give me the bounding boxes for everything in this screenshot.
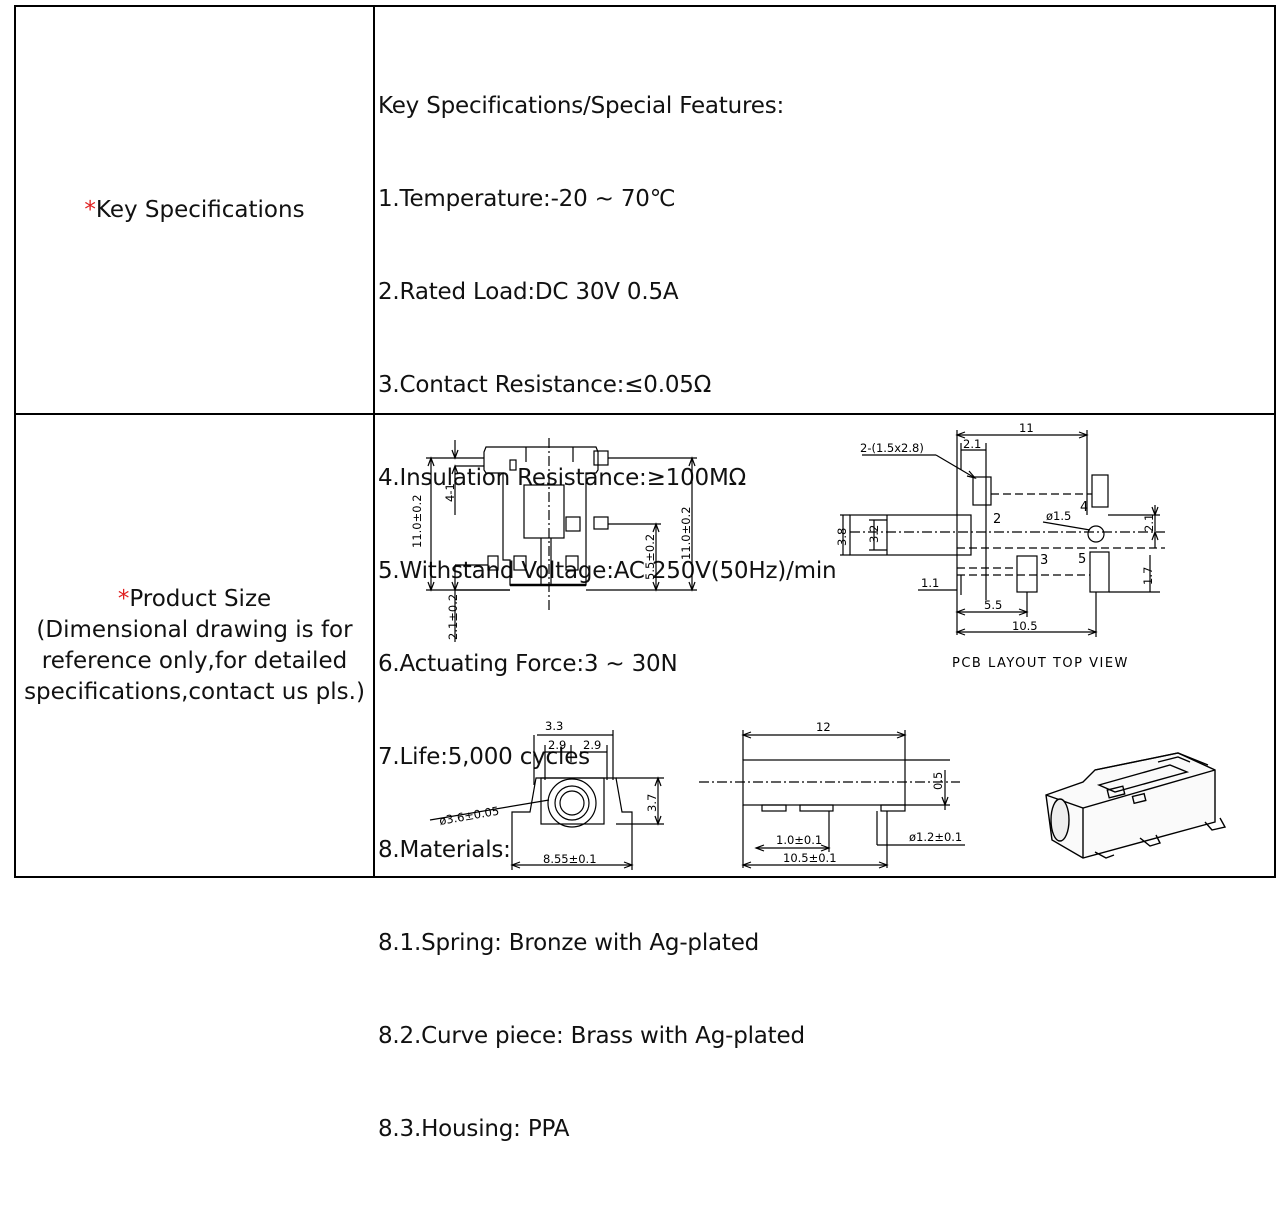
product-size-note: reference only,for detailed — [41, 647, 348, 674]
dim-12: 12 — [816, 720, 831, 734]
dim-10-5: 10.5±0.1 — [783, 851, 837, 865]
product-size-note: (Dimensional drawing is for — [36, 616, 353, 643]
required-star: * — [84, 196, 96, 223]
dim-5-5: 5.5 — [984, 598, 1002, 612]
hole-label: ø1.5 — [1046, 509, 1071, 523]
dim-0-5: 0.5 — [931, 772, 945, 790]
dim-height-left: 11.0±0.2 — [410, 494, 424, 548]
dim-1-7: 1.7 — [1141, 567, 1155, 585]
product-size-label: *Product Size (Dimensional drawing is fo… — [24, 584, 365, 708]
dim-5-5: 5.5±0.2 — [643, 534, 657, 580]
dimensional-drawing: 4-1 11.0±0.2 11.0±0.2 5.5±0.2 2.1±0.2 — [410, 421, 1227, 870]
front-view-drawing: 4-1 11.0±0.2 11.0±0.2 5.5±0.2 2.1±0.2 — [410, 438, 697, 642]
spec-line: 4.Insulation Resistance:≥100MΩ — [378, 465, 746, 491]
spec-line: 8.Materials: — [378, 837, 511, 863]
dim-2-1-right: 2.1 — [1142, 514, 1156, 532]
side-view-drawing: 3.3 2.9 2.9 3.7 ø3.6±0.05 8.55±0.1 — [429, 719, 664, 870]
isometric-view-drawing — [1045, 752, 1227, 859]
product-size-note: specifications,contact us pls.) — [24, 678, 365, 705]
spec-line: 1.Temperature:-20 ~ 70℃ — [378, 186, 676, 212]
key-spec-label: *Key Specifications — [84, 195, 304, 226]
dim-diameter: ø3.6±0.05 — [438, 804, 500, 828]
slot-label: 2-(1.5x2.8) — [860, 441, 924, 455]
spec-line: 6.Actuating Force:3 ~ 30N — [378, 651, 678, 677]
column-divider — [373, 7, 375, 876]
pcb-layout-drawing: 11 2.1 2-(1.5x2.8) 2 3 4 5 ø1.5 3.8 3.2 … — [835, 421, 1165, 671]
dim-3-7: 3.7 — [645, 794, 659, 812]
dim-4-1: 4-1 — [443, 483, 457, 502]
spec-line: 2.Rated Load:DC 30V 0.5A — [378, 279, 679, 305]
dim-2-9-left: 2.9 — [548, 738, 566, 752]
product-size-label-cell: *Product Size (Dimensional drawing is fo… — [16, 415, 373, 876]
dim-1-0: 1.0±0.1 — [776, 833, 822, 847]
dim-3-3: 3.3 — [545, 719, 563, 733]
dim-1-1: 1.1 — [921, 576, 939, 590]
dim-8-55: 8.55±0.1 — [543, 852, 597, 866]
required-star: * — [117, 585, 130, 612]
dim-1-2: ø1.2±0.1 — [909, 830, 962, 844]
dim-2-9-right: 2.9 — [583, 738, 601, 752]
pad-5-label: 5 — [1078, 552, 1086, 567]
pad-2-label: 2 — [993, 512, 1001, 527]
dim-2-1: 2.1±0.2 — [446, 594, 460, 640]
pcb-layout-caption: PCB LAYOUT TOP VIEW — [952, 656, 1129, 671]
spec-line: 8.2.Curve piece: Brass with Ag-plated — [378, 1023, 805, 1049]
spec-line: Key Specifications/Special Features: — [378, 93, 785, 119]
row-divider — [16, 413, 1274, 415]
spec-line: 5.Withstand Voltage:AC 250V(50Hz)/min — [378, 558, 837, 584]
pad-3-label: 3 — [1040, 553, 1048, 568]
key-spec-label-text: Key Specifications — [95, 196, 305, 223]
dim-2-1-top: 2.1 — [963, 437, 981, 451]
pad-4-label: 4 — [1080, 500, 1088, 515]
spec-line: 8.3.Housing: PPA — [378, 1116, 570, 1142]
dim-11: 11 — [1019, 421, 1034, 435]
dim-height-right: 11.0±0.2 — [679, 506, 693, 560]
spec-line: 7.Life:5,000 cycles — [378, 744, 590, 770]
product-size-label-text: Product Size — [129, 585, 272, 612]
bottom-view-drawing: 12 0.5 1.0±0.1 ø1.2±0.1 10.5±0.1 — [699, 720, 965, 869]
dim-3-8: 3.8 — [835, 528, 849, 546]
dim-3-2: 3.2 — [867, 525, 881, 543]
spec-line: 3.Contact Resistance:≤0.05Ω — [378, 372, 712, 398]
key-spec-label-cell: *Key Specifications — [16, 7, 373, 413]
spec-line: 8.1.Spring: Bronze with Ag-plated — [378, 930, 760, 956]
dim-10-5: 10.5 — [1012, 619, 1038, 633]
